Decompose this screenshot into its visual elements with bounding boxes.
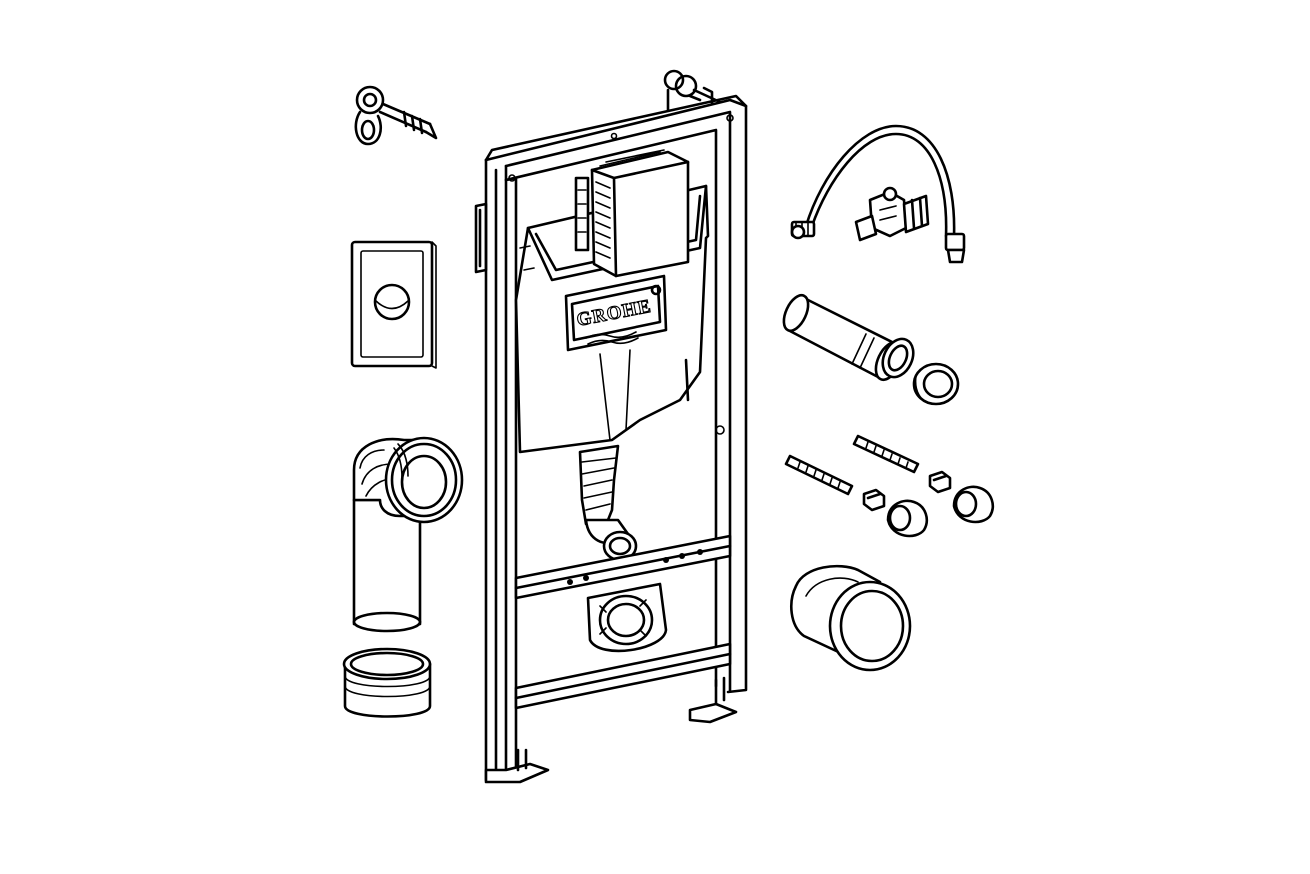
frame-hook-icon	[663, 69, 722, 112]
installation-frame: GROHE	[474, 69, 748, 784]
flush-pipe	[578, 444, 638, 562]
frame-foot-right	[688, 676, 738, 724]
pipe-elbow-icon	[352, 436, 464, 633]
drain-bracket	[586, 582, 668, 653]
bolt-icon	[784, 434, 994, 538]
frame-foot-left	[484, 748, 550, 784]
hose-valve-icon	[790, 124, 966, 264]
brand-badge: GROHE	[564, 274, 668, 352]
wall-bracket-icon	[354, 85, 438, 146]
sleeve-icon	[790, 564, 912, 672]
pipe-icon	[782, 293, 960, 406]
actuator-box	[574, 149, 690, 278]
flush-plate-icon	[350, 240, 437, 369]
cap-icon	[342, 647, 432, 718]
